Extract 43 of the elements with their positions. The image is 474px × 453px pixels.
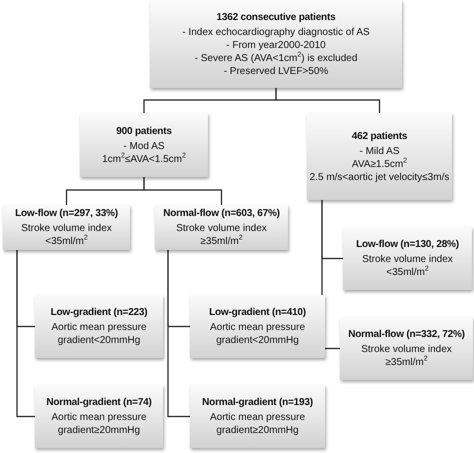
process-box xyxy=(35,295,163,358)
box-text: 2.5 m/s<aortic jet velocity≤3m/s xyxy=(310,170,450,184)
connector-line xyxy=(16,250,35,418)
process-box xyxy=(340,317,473,380)
process-box xyxy=(190,385,325,448)
box-heading: Low-flow (n=297, 33%) xyxy=(15,207,118,220)
process-box xyxy=(80,113,208,177)
box-text: Stroke volume index <35ml/m$^{2}$ xyxy=(20,222,113,248)
box-text: - Index echocardiography diagnostic of AS xyxy=(182,26,370,38)
box-heading: 462 patients xyxy=(352,130,408,142)
box-text: Aortic mean pressure gradient≥20mmHg xyxy=(208,411,306,437)
process-box xyxy=(155,205,288,250)
box-heading: Low-flow (n=130, 28%) xyxy=(356,238,459,251)
box-text: Stroke volume index ≥35ml/m$^{2}$ xyxy=(175,222,268,248)
box-heading: Normal-flow (n=603, 67%) xyxy=(163,207,280,220)
box-heading: Normal-gradient (n=193) xyxy=(202,396,313,409)
box-text: - Mild AS xyxy=(359,144,400,158)
box-heading: 1362 consecutive patients xyxy=(216,10,336,24)
box-heading: 900 patients xyxy=(116,124,172,138)
box-text: - Mod AS xyxy=(123,140,165,152)
box-heading: Low-gradient (n=223) xyxy=(50,306,148,319)
box-heading: Low-gradient (n=410) xyxy=(209,306,306,319)
box-text: Stroke volume index ≥35ml/m$^{2}$ xyxy=(360,343,453,369)
box-text: - Preserved LVEF>50% xyxy=(224,64,328,78)
box-text: - From year2000-2010 xyxy=(226,38,326,52)
connector-line xyxy=(167,250,190,418)
process-box xyxy=(35,385,163,448)
box-text: 1cm$^{2}$≤AVA<1.5cm$^{2}$ xyxy=(102,152,186,166)
box-heading: Normal-gradient (n=74) xyxy=(46,396,152,409)
process-box xyxy=(3,205,130,250)
process-box xyxy=(307,113,452,200)
box-text: Aortic mean pressure gradient≥20mmHg xyxy=(50,411,148,437)
box-text: Stroke volume index <35ml/m$^{2}$ xyxy=(361,253,454,279)
connector-line xyxy=(275,88,380,113)
process-box xyxy=(343,227,472,290)
box-text: - Severe AS (AVA<1cm$^{2}$) is excluded xyxy=(194,52,358,64)
box-heading: Normal-flow (n=332, 72%) xyxy=(348,328,465,341)
process-box xyxy=(150,0,402,88)
box-text: AVA≥1.5cm$^{2}$ xyxy=(352,158,408,170)
box-text: Aortic mean pressure gradient<20mmHg xyxy=(208,321,306,347)
process-box xyxy=(190,295,325,358)
connector-line xyxy=(143,177,222,205)
box-text: Aortic mean pressure gradient<20mmHg xyxy=(50,321,148,347)
